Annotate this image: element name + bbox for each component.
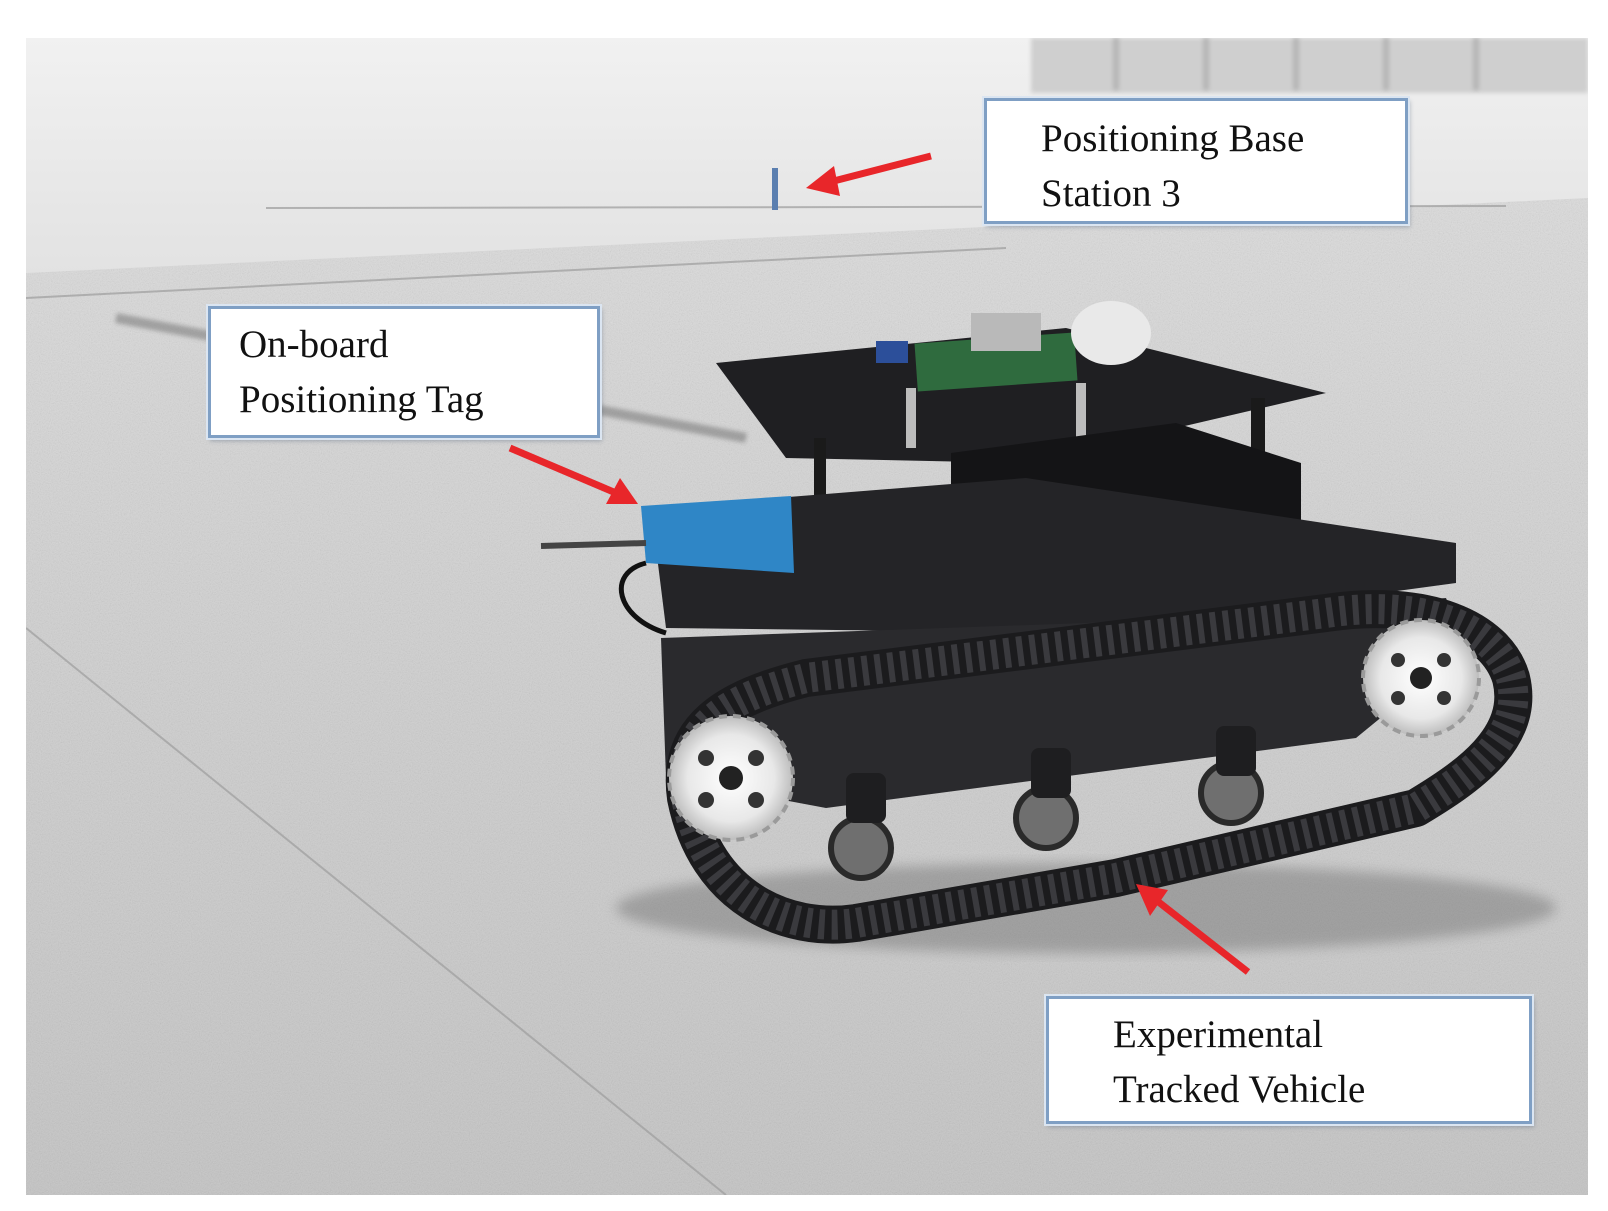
track-tread — [669, 594, 1529, 940]
suspension-arms — [846, 726, 1256, 823]
positioning-tag — [641, 496, 794, 573]
top-plate — [716, 328, 1326, 463]
tag-antenna — [540, 540, 647, 549]
callout-positioning-tag: On-board Positioning Tag — [208, 306, 600, 438]
side-body — [661, 598, 1466, 808]
base-station-3 — [772, 168, 778, 210]
front-sprocket — [667, 714, 795, 842]
arrow-tag — [508, 444, 638, 504]
callout-base-station-line1: Positioning Base — [1041, 117, 1305, 160]
callout-base-station-line2: Station 3 — [1041, 172, 1181, 215]
callout-base-station: Positioning Base Station 3 — [984, 98, 1408, 224]
scene — [26, 38, 1588, 1195]
blue-switch — [876, 341, 908, 363]
window-mullions — [1113, 38, 1479, 90]
arrow-base-station — [806, 152, 932, 196]
callout-tag-line1: On-board — [239, 323, 389, 366]
tracked-vehicle — [540, 301, 1556, 953]
board-connector — [971, 313, 1041, 351]
window-strip — [1031, 38, 1588, 93]
callout-tracked-vehicle: Experimental Tracked Vehicle — [1046, 996, 1532, 1124]
photo — [26, 38, 1588, 1195]
callout-vehicle-line2: Tracked Vehicle — [1113, 1068, 1366, 1111]
tag-cable — [618, 560, 667, 636]
top-sensor — [1071, 301, 1151, 365]
arrow-vehicle — [1136, 884, 1251, 975]
rear-sprocket — [1361, 618, 1481, 738]
callout-vehicle-line1: Experimental — [1113, 1013, 1324, 1056]
chassis-plate — [651, 478, 1456, 633]
callout-tag-line2: Positioning Tag — [239, 378, 484, 421]
